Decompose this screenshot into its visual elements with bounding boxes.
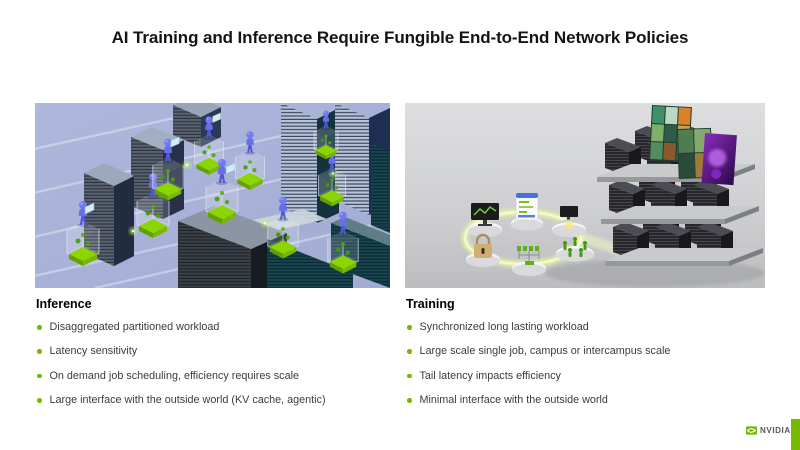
bullet-dot	[407, 325, 412, 330]
bullet-label: Tail latency impacts efficiency	[419, 369, 561, 382]
inference-scene-svg	[35, 103, 390, 288]
inference-section: Inference Disaggregated partitioned work…	[36, 297, 398, 419]
monitor-chart-icon	[468, 203, 502, 237]
bullet-label: Synchronized long lasting workload	[419, 321, 589, 333]
page-title: AI Training and Inference Require Fungib…	[111, 28, 689, 47]
media-panels	[649, 104, 737, 186]
training-bullet-list: Synchronized long lasting workload Large…	[406, 321, 768, 408]
bullet-label: Large scale single job, campus or interc…	[419, 345, 671, 358]
list-item: Large interface with the outside world (…	[36, 394, 398, 407]
list-item: Synchronized long lasting workload	[406, 321, 768, 334]
green-accent-bar	[791, 419, 800, 450]
training-heading: Training	[406, 297, 455, 311]
list-item: Latency sensitivity	[36, 345, 398, 358]
bullet-dot	[407, 398, 412, 403]
training-scene-svg	[405, 103, 765, 288]
bullet-label: Minimal interface with the outside world	[419, 394, 608, 407]
bullet-dot	[407, 373, 412, 379]
list-item: Large scale single job, campus or interc…	[406, 345, 768, 358]
workstation-icon	[552, 206, 586, 237]
workflow-icons	[466, 192, 594, 276]
list-item: Minimal interface with the outside world	[406, 394, 768, 407]
bullet-dot	[37, 398, 42, 403]
training-section: Training Synchronized long lasting workl…	[406, 297, 768, 419]
stack-shadow	[545, 259, 765, 287]
bullet-dot	[37, 325, 42, 330]
bullet-label: On demand job scheduling, efficiency req…	[49, 369, 299, 382]
bullet-dot	[407, 349, 412, 354]
list-item: On demand job scheduling, efficiency req…	[36, 370, 398, 383]
bullet-label: Disaggregated partitioned workload	[49, 321, 220, 333]
bullet-dot	[37, 349, 42, 354]
inference-illustration	[35, 103, 390, 288]
bullet-label: Latency sensitivity	[49, 345, 138, 358]
bullet-dot	[37, 373, 42, 379]
checklist-card-icon	[511, 192, 543, 231]
brand-wordmark: NVIDIA	[760, 426, 791, 435]
training-illustration	[405, 103, 765, 288]
inference-heading: Inference	[36, 297, 92, 311]
nvidia-eye-icon	[746, 426, 757, 435]
list-item: Disaggregated partitioned workload	[36, 321, 398, 334]
padlock-icon	[466, 233, 500, 267]
tree-diagram-icon	[512, 246, 546, 276]
nvidia-logo: NVIDIA	[746, 425, 791, 436]
inference-bullet-list: Disaggregated partitioned workload Laten…	[36, 321, 398, 408]
people-group-icon	[556, 237, 594, 262]
bullet-label: Large interface with the outside world (…	[49, 394, 326, 407]
list-item: Tail latency impacts efficiency	[406, 370, 768, 383]
